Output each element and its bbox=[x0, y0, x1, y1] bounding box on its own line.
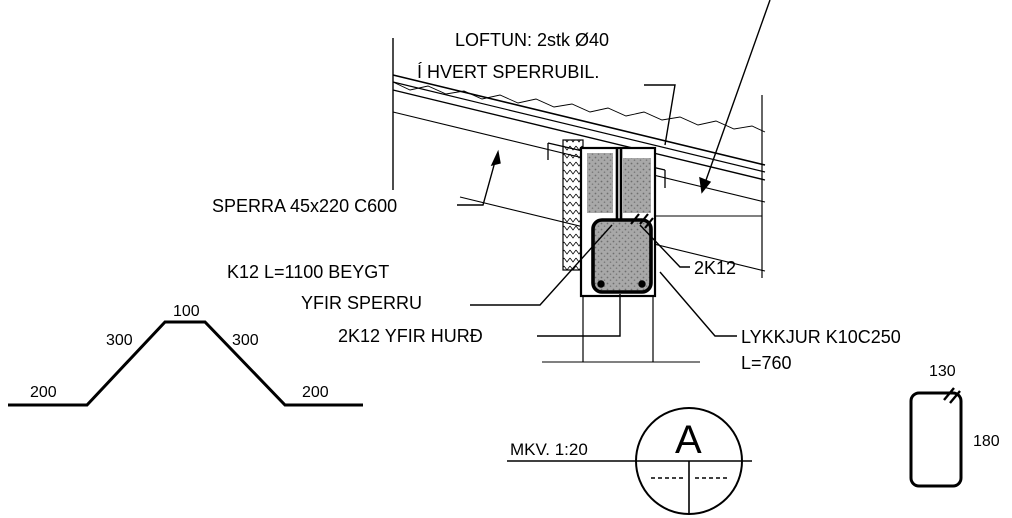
k12-leader bbox=[470, 224, 613, 306]
wall-section bbox=[542, 139, 762, 363]
rebar-dot-left bbox=[597, 280, 605, 288]
bent-bar-shape: 200 300 100 300 200 bbox=[8, 303, 363, 407]
annotations: LOFTUN: 2stk Ø40 Í HVERT SPERRUBIL. SPER… bbox=[212, 30, 901, 373]
roof-sheet-top bbox=[392, 74, 766, 166]
stirrup-height: 180 bbox=[973, 433, 1000, 450]
batten-bottom bbox=[392, 89, 766, 181]
concrete-fill-left bbox=[587, 153, 613, 213]
dim-left-flat: 200 bbox=[30, 384, 57, 401]
stirrup-outline bbox=[909, 391, 963, 488]
section-marker: A MKV. 1:20 bbox=[507, 407, 752, 515]
bent-bar-line bbox=[8, 320, 363, 407]
batten-top bbox=[392, 81, 766, 173]
top-arrow-leader bbox=[704, 0, 771, 184]
dim-left-slope: 300 bbox=[106, 332, 133, 349]
dim-right-slope: 300 bbox=[232, 332, 259, 349]
sperra-label: SPERRA 45x220 C600 bbox=[212, 196, 397, 216]
sperra-arrow-head bbox=[490, 149, 501, 167]
stirrup-width: 130 bbox=[929, 363, 956, 380]
k12-label-line1: K12 L=1100 BEYGT bbox=[227, 262, 389, 282]
lykkjur-label-line1: LYKKJUR K10C250 bbox=[741, 327, 901, 347]
concrete-fill-right bbox=[623, 158, 651, 213]
two-k12-label: 2K12 bbox=[694, 258, 736, 278]
scale-label: MKV. 1:20 bbox=[510, 440, 588, 459]
dim-right-flat: 200 bbox=[302, 384, 329, 401]
loftun-label-line2: Í HVERT SPERRUBIL. bbox=[417, 62, 599, 82]
loftun-label-line1: LOFTUN: 2stk Ø40 bbox=[455, 30, 609, 50]
rebar-dot-right bbox=[638, 280, 646, 288]
section-mark-letter: A bbox=[675, 418, 702, 462]
k12-label-line2: YFIR SPERRU bbox=[301, 293, 422, 313]
loftun-leader bbox=[644, 84, 676, 146]
hurd-leader bbox=[537, 294, 621, 337]
roof-membrane-zigzag bbox=[392, 81, 766, 133]
top-arrow-head bbox=[699, 176, 712, 194]
stirrup-hook-icon bbox=[943, 387, 961, 404]
stirrup-shape: 130 180 bbox=[909, 363, 1000, 488]
two-k12-leader bbox=[639, 224, 690, 268]
stirrup-section bbox=[591, 218, 653, 294]
sperra-leader bbox=[457, 157, 497, 206]
two-k12-hurd-label: 2K12 YFIR HURÐ bbox=[338, 326, 483, 346]
lykkjur-leader bbox=[659, 271, 737, 337]
lykkjur-label-line2: L=760 bbox=[741, 353, 792, 373]
leader-lines bbox=[457, 0, 771, 337]
dim-top: 100 bbox=[173, 303, 200, 320]
stirrup-hook-marks bbox=[630, 213, 654, 229]
